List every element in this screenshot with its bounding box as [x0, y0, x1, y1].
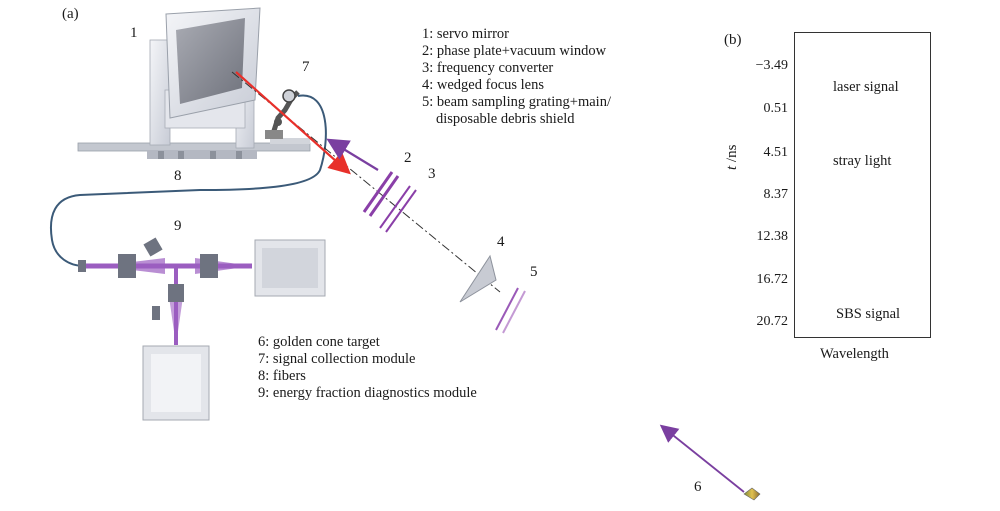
phase-plate — [362, 171, 400, 217]
target-beam — [659, 424, 745, 493]
component-number-9: 9 — [174, 218, 182, 234]
y-tick: 16.72 — [756, 272, 789, 287]
component-number-1: 1 — [130, 25, 138, 41]
debris-shield — [495, 287, 526, 334]
y-axis-t: t — [724, 165, 740, 170]
y-tick: 4.51 — [763, 145, 789, 160]
streak-panel-frame — [794, 32, 931, 338]
y-tick: 8.37 — [763, 187, 789, 202]
panel-a-label: (a) — [62, 6, 79, 22]
y-tick: −3.49 — [755, 58, 788, 73]
legend-item-3: 3: frequency converter — [422, 60, 554, 76]
legend-item-8: 8: fibers — [258, 368, 306, 384]
energy-diagnostics-module — [78, 237, 326, 421]
y-tick: 12.38 — [756, 229, 789, 244]
component-number-2: 2 — [404, 150, 412, 166]
signal-label-stray: stray light — [833, 153, 892, 169]
legend-item-9: 9: energy fraction diagnostics module — [258, 385, 477, 401]
backscatter-beam-purple — [326, 138, 379, 171]
component-number-6: 6 — [694, 479, 702, 495]
wedged-focus-lens — [459, 254, 497, 303]
x-axis-label: Wavelength — [820, 346, 889, 362]
legend-item-6: 6: golden cone target — [258, 334, 380, 350]
frequency-converter — [379, 185, 417, 233]
legend-item-7: 7: signal collection module — [258, 351, 416, 367]
fiber-cable — [50, 94, 327, 267]
component-number-7: 7 — [302, 59, 310, 75]
golden-cone-target — [743, 487, 761, 501]
legend-item-5: 5: beam sampling grating+main/ — [422, 94, 611, 110]
legend-top: 1: servo mirror 2: phase plate+vacuum wi… — [422, 26, 611, 128]
legend-bottom: 6: golden cone target 7: signal collecti… — [258, 334, 477, 402]
y-tick: 20.72 — [756, 314, 789, 329]
legend-item-2: 2: phase plate+vacuum window — [422, 43, 607, 59]
y-tick: 0.51 — [763, 101, 789, 116]
panel-b-label: (b) — [724, 32, 742, 48]
component-number-3: 3 — [428, 166, 436, 182]
component-number-8: 8 — [174, 168, 182, 184]
legend-item-1: 1: servo mirror — [422, 26, 509, 42]
signal-label-sbs: SBS signal — [836, 306, 901, 322]
legend-item-4: 4: wedged focus lens — [422, 77, 545, 93]
component-number-5: 5 — [530, 264, 538, 280]
component-number-4: 4 — [497, 234, 505, 250]
signal-collection-module — [265, 89, 300, 139]
legend-item-5-cont: disposable debris shield — [436, 111, 575, 127]
signal-label-laser: laser signal — [833, 79, 899, 95]
servo-mirror — [77, 7, 311, 159]
